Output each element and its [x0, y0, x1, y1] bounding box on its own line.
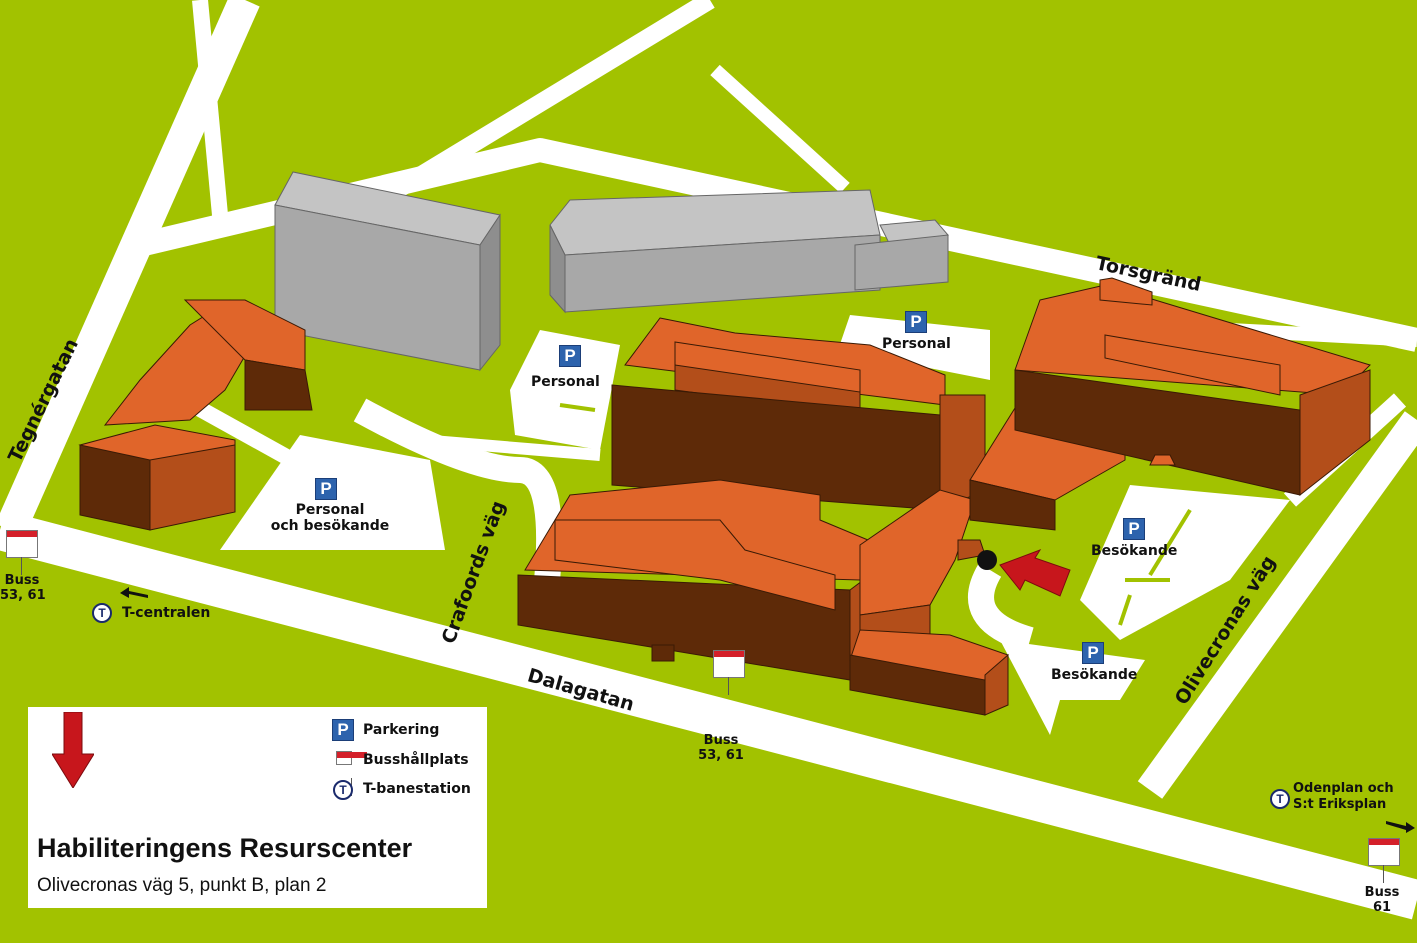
entrance-dot	[977, 550, 997, 570]
legend-title: Habiliteringens Resurscenter	[37, 833, 413, 863]
road-olivecronas-vag	[1137, 411, 1417, 799]
bus-stop-sign-middle	[713, 650, 745, 695]
bus-stop-sign-left	[6, 530, 38, 575]
parking-label-line: Personal	[295, 502, 365, 518]
parking-icon: P	[315, 478, 337, 500]
turning-circle	[968, 563, 1034, 653]
metro-icon: T	[92, 603, 112, 623]
bus-label: Buss	[703, 733, 739, 748]
road-north	[395, 0, 715, 196]
lot-besokande-south	[1000, 640, 1145, 735]
metro-icon: T	[1270, 789, 1290, 809]
parking-icon: P	[1123, 518, 1145, 540]
red-arrow-down-icon	[52, 712, 94, 788]
road-north-2	[192, 0, 228, 216]
bus-label: Buss	[1364, 885, 1400, 900]
legend-metro-label: T-banestation	[363, 781, 471, 797]
bus-lines: 53, 61	[0, 588, 46, 603]
bus-stop-label-middle: Buss 53, 61	[696, 733, 746, 763]
orange-buildings	[78, 277, 1371, 716]
bus-lines: 61	[1372, 900, 1392, 915]
parking-icon: P	[905, 311, 927, 333]
parking-label-besokande-east: Besökande	[1091, 543, 1178, 559]
metro-label-line: Odenplan och	[1293, 781, 1394, 796]
legend-bus-stop-icon	[336, 751, 367, 796]
metro-label-t-centralen: T-centralen	[122, 605, 211, 621]
entrance-arrow	[999, 549, 1071, 597]
bus-stop-label-right: Buss 61	[1360, 885, 1404, 915]
parking-label-personal-besokande: Personal och besökande	[270, 502, 390, 534]
road-northeast	[710, 64, 850, 194]
parking-label-personal-west: Personal	[531, 374, 600, 390]
grey-buildings	[274, 171, 949, 372]
parking-icon: P	[559, 345, 581, 367]
parking-label-line: och besökande	[270, 518, 390, 534]
lot-personal-north	[838, 315, 990, 380]
metro-label-line: S:t Eriksplan	[1293, 797, 1387, 812]
legend-parking-label: Parkering	[363, 722, 440, 738]
parking-label-personal-north: Personal	[882, 336, 951, 352]
parking-lots	[220, 315, 1290, 735]
parking-label-besokande-south: Besökande	[1051, 667, 1138, 683]
legend-parking-icon: P	[332, 719, 354, 741]
direction-arrow-left-icon	[120, 587, 148, 598]
parking-icon: P	[1082, 642, 1104, 664]
bus-stop-label-left: Buss 53, 61	[0, 573, 46, 603]
bus-label: Buss	[4, 573, 40, 588]
lot-personal-west	[510, 330, 620, 450]
road-torsgrand	[137, 138, 1417, 352]
direction-arrow-right-icon	[1386, 821, 1415, 833]
legend-metro-icon: T	[333, 780, 353, 800]
lot-markings	[559, 403, 1192, 626]
road-inner-2	[419, 434, 601, 461]
road-dalagatan	[0, 510, 1417, 920]
bus-lines: 53, 61	[698, 748, 744, 763]
legend-bus-stop-label: Busshållplats	[363, 752, 469, 768]
legend-subtitle: Olivecronas väg 5, punkt B, plan 2	[37, 875, 327, 896]
legend-panel: P Parkering Busshållplats T T-banestatio…	[28, 707, 487, 908]
bus-stop-sign-right	[1368, 838, 1400, 883]
metro-label-odenplan: Odenplan och S:t Eriksplan	[1293, 781, 1394, 813]
